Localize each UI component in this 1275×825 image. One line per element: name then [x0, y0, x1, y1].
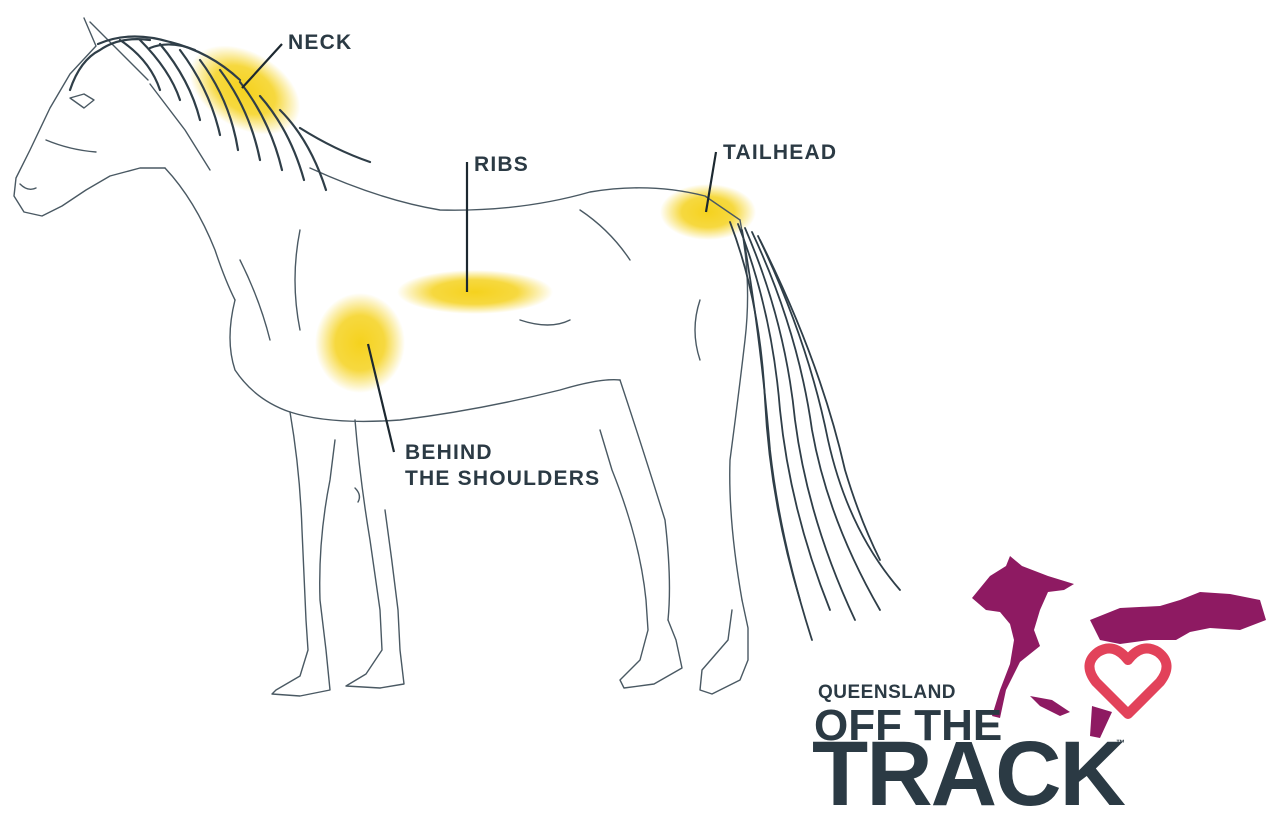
ribs-label: RIBS [474, 152, 529, 178]
behind-shoulders-label-line1: BEHIND [405, 440, 493, 466]
horse-illustration [0, 0, 1275, 804]
shoulders-highlight [315, 293, 405, 393]
neck-label: NECK [288, 30, 352, 56]
logo-heart-icon [1089, 648, 1166, 714]
logo-horse-head-silhouette [972, 556, 1074, 718]
leader-lines [242, 44, 716, 452]
logo-line2-text: TRACK [812, 728, 1124, 820]
horse-condition-diagram: NECK RIBS TAILHEAD BEHIND THE SHOULDERS … [0, 0, 1275, 804]
horse-tail [730, 222, 900, 640]
tailhead-label: TAILHEAD [723, 140, 837, 166]
off-the-track-logo-mark [972, 556, 1266, 738]
ribs-highlight [397, 270, 553, 314]
logo-horse-hind-silhouette [1090, 592, 1266, 644]
logo-trademark: ™ [1116, 738, 1126, 748]
behind-shoulders-label-line2: THE SHOULDERS [405, 466, 600, 492]
